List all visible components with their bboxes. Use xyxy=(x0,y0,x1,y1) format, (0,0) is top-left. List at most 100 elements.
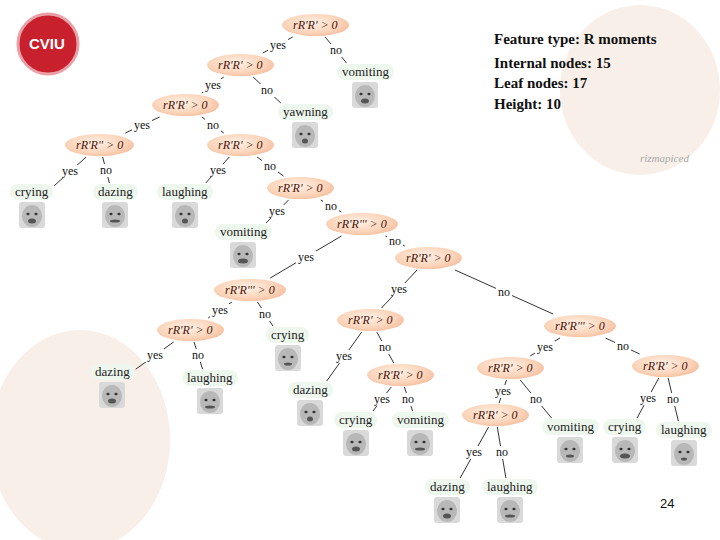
tree-branch xyxy=(125,117,159,133)
class-label: laughing xyxy=(656,422,712,438)
branch-label: yes xyxy=(372,393,392,406)
baby-silhouette xyxy=(0,330,170,540)
baby-face xyxy=(612,437,638,463)
branch-label: no xyxy=(328,44,344,57)
class-label: vomiting xyxy=(215,224,272,240)
split-node: rR'R' > 0 xyxy=(632,355,699,377)
page-number: 24 xyxy=(660,496,674,511)
class-label: yawning xyxy=(278,104,333,120)
branch-label: yes xyxy=(60,165,80,178)
leaf-node: laughing xyxy=(182,370,238,414)
branch-label: no xyxy=(377,341,393,354)
tree-branch xyxy=(54,157,86,186)
tree-branch xyxy=(263,37,293,53)
branch-label: no xyxy=(615,340,631,353)
branch-label: yes xyxy=(464,446,484,459)
baby-face xyxy=(292,122,318,148)
leaf-node: laughing xyxy=(482,479,538,523)
branch-label: no xyxy=(98,164,114,177)
branch-label: yes xyxy=(296,251,316,264)
tree-branch xyxy=(377,332,394,363)
branch-label: yes xyxy=(145,349,165,362)
tree-branch xyxy=(605,338,639,354)
leaf-node: crying xyxy=(10,184,53,228)
split-node: rR'R' > 0 xyxy=(267,177,334,199)
info-text: Leaf nodes: 17 xyxy=(494,75,587,92)
split-test: rR'R' > 0 xyxy=(473,408,518,422)
tree-branch xyxy=(460,427,488,478)
split-node: rR'R' > 0 xyxy=(477,357,544,379)
tree-branch xyxy=(327,332,362,381)
leaf-node: vomiting xyxy=(542,419,599,463)
split-node: rR'R' > 0 xyxy=(282,14,349,36)
leaf-node: vomiting xyxy=(392,412,449,456)
baby-face xyxy=(352,82,378,108)
split-test: rR'R' > 0 xyxy=(406,251,451,265)
split-test: rR'R' > 0 xyxy=(163,98,208,112)
tree-branch xyxy=(530,338,560,356)
split-test: rR'R''' > 0 xyxy=(337,217,387,231)
class-label: crying xyxy=(10,184,53,200)
tree-branch xyxy=(325,37,346,63)
baby-face xyxy=(275,345,301,371)
class-label: vomiting xyxy=(542,419,599,435)
tree-branch xyxy=(202,117,224,133)
branch-label: yes xyxy=(389,283,409,296)
split-test: rR'R' > 0 xyxy=(643,359,688,373)
split-test: rR'R' > 0 xyxy=(293,18,338,32)
leaf-node: vomiting xyxy=(337,64,394,108)
branch-label: no xyxy=(257,308,273,321)
class-label: crying xyxy=(266,327,309,343)
tree-branch xyxy=(266,200,289,223)
branch-label: yes xyxy=(493,385,513,398)
split-test: rR'R' > 0 xyxy=(378,368,423,382)
leaf-node: yawning xyxy=(278,104,333,148)
baby-face xyxy=(343,430,369,456)
class-label: laughing xyxy=(182,370,238,386)
branch-label: yes xyxy=(203,79,223,92)
leaf-node: crying xyxy=(334,412,377,456)
info-text: Height: 10 xyxy=(494,96,561,113)
baby-face xyxy=(497,497,523,523)
baby-face xyxy=(172,202,198,228)
split-node: rR'R' > 0 xyxy=(152,94,219,116)
baby-face xyxy=(434,497,460,523)
class-label: crying xyxy=(334,412,377,428)
class-label: crying xyxy=(603,419,646,435)
split-test: rR'R'' > 0 xyxy=(76,138,123,152)
branch-label: yes xyxy=(638,392,658,405)
leaf-node: dazing xyxy=(425,479,470,523)
baby-face xyxy=(671,440,697,466)
baby-face xyxy=(19,202,45,228)
class-label: dazing xyxy=(90,364,135,380)
branch-label: no xyxy=(496,286,512,299)
split-node: rR'R' > 0 xyxy=(367,364,434,386)
split-test: rR'R''' > 0 xyxy=(225,283,275,297)
baby-face xyxy=(197,388,223,414)
leaf-node: crying xyxy=(266,327,309,371)
logo-circle xyxy=(18,14,78,74)
split-test: rR'R' > 0 xyxy=(348,313,393,327)
branch-label: yes xyxy=(268,39,288,52)
baby-face xyxy=(102,202,128,228)
split-test: rR'R' > 0 xyxy=(218,138,263,152)
tree-branch xyxy=(202,77,224,93)
tree-branch xyxy=(253,77,281,103)
info-text: Feature type: R moments xyxy=(494,31,657,48)
tree-branch xyxy=(206,157,230,183)
baby-face xyxy=(407,430,433,456)
class-label: dazing xyxy=(288,382,333,398)
branch-label: no xyxy=(259,84,275,97)
watermark: rizmapiced xyxy=(640,152,689,164)
tree-branch xyxy=(258,302,273,326)
split-node: rR'R''' > 0 xyxy=(544,315,616,337)
split-node: rR'R' > 0 xyxy=(207,54,274,76)
split-test: rR'R' > 0 xyxy=(488,361,533,375)
tree-branch xyxy=(637,378,659,418)
class-label: laughing xyxy=(157,184,213,200)
tree-branch xyxy=(270,236,341,278)
split-test: rR'R' > 0 xyxy=(278,181,323,195)
branch-label: no xyxy=(528,393,544,406)
split-node: rR'R''' > 0 xyxy=(214,279,286,301)
